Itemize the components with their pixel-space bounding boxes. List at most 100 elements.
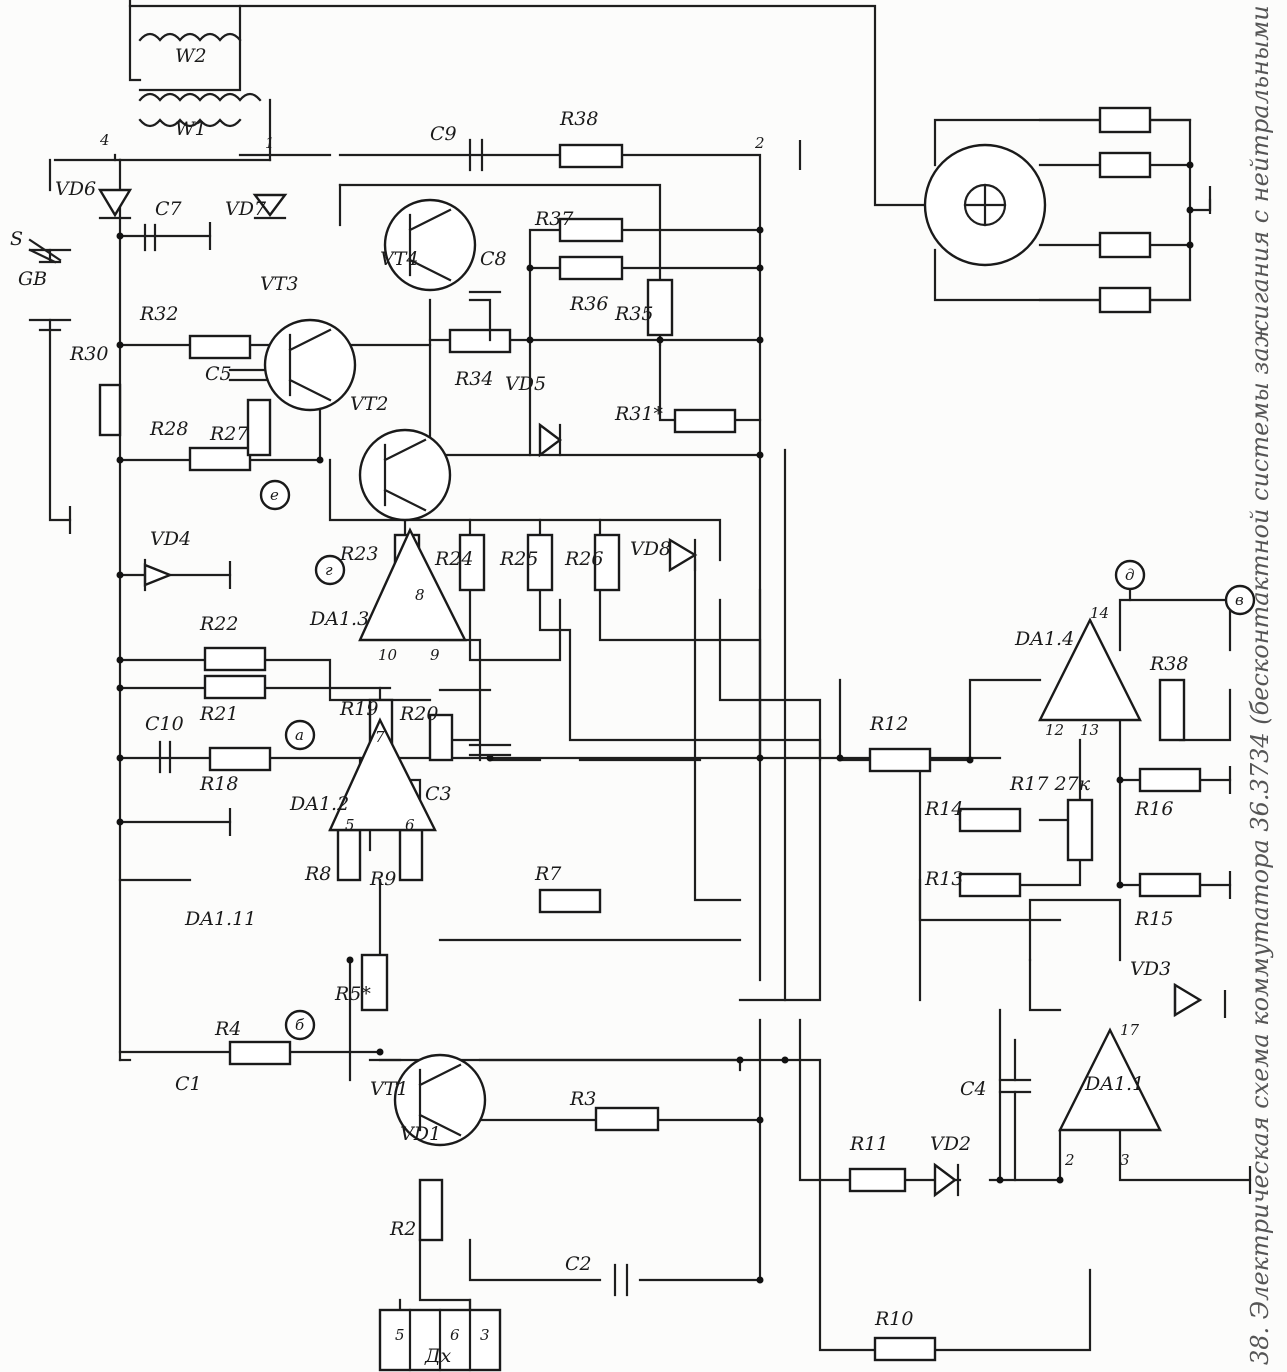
label-c4: C4: [960, 1078, 987, 1100]
resistor-r4: [228, 1040, 292, 1066]
label-c1: C1: [175, 1073, 202, 1095]
label-r30: R30: [69, 343, 108, 365]
resistor-r20: [428, 713, 454, 762]
resistor-r27: [246, 398, 272, 457]
transistor-vt2: [358, 428, 452, 522]
label-vd2: VD2: [930, 1133, 971, 1155]
capacitor-c7: [143, 223, 157, 252]
diode-vd2: [933, 1162, 957, 1198]
resistor-r8: [336, 828, 362, 882]
resistor-r38-right: [1158, 678, 1186, 742]
transistors: [263, 198, 487, 1147]
label-r27: R27: [209, 423, 249, 445]
label-r7: R7: [534, 863, 562, 885]
label-r18: R18: [199, 773, 238, 795]
resistor-r15: [1138, 872, 1202, 898]
label-vt1: VT1: [370, 1078, 408, 1100]
diode-vd3: [1173, 982, 1203, 1018]
label-r28: R28: [149, 418, 188, 440]
resistor-r3: [594, 1106, 660, 1132]
label-vd4: VD4: [150, 528, 191, 550]
battery-gb: [28, 248, 72, 332]
label-s: S: [10, 228, 23, 250]
capacitors: [143, 138, 1032, 1297]
label-c3: C3: [425, 783, 452, 805]
label-r14: R14: [924, 798, 963, 820]
resistor-r16: [1138, 767, 1202, 793]
tp-g-label: г: [325, 561, 333, 579]
label-r17: R17 27к: [1009, 773, 1091, 795]
label-c8: C8: [480, 248, 507, 270]
sensor-element-1: [1098, 106, 1152, 134]
resistor-r32: [188, 334, 252, 360]
transistor-vt3: [263, 318, 357, 412]
tp-v-label: в: [1235, 591, 1244, 609]
distributor-sensor: [923, 143, 1047, 267]
label-vd5: VD5: [505, 373, 546, 395]
label-r34: R34: [454, 368, 493, 390]
label-r8: R8: [304, 863, 331, 885]
transformer: [128, 4, 262, 128]
resistor-r28: [188, 446, 252, 472]
label-da12: DA1.2: [289, 793, 349, 815]
label-vd1: VD1: [400, 1123, 441, 1145]
transistor-vt4: [383, 198, 477, 292]
capacitor-c2: [613, 1263, 629, 1297]
pin-5: 5: [345, 816, 355, 834]
pin-5b: 5: [395, 1326, 405, 1344]
pin-17: 17: [1120, 1021, 1140, 1039]
tp-d-label: д: [1125, 566, 1135, 584]
resistor-r38-top: [558, 143, 624, 169]
capacitor-c5: [228, 368, 272, 382]
label-vd8: VD8: [630, 538, 671, 560]
resistor-r26: [593, 533, 621, 592]
resistor-r9: [398, 828, 424, 882]
resistor-r17: [1066, 798, 1094, 862]
pin-12: 12: [1045, 721, 1064, 739]
resistor-r22: [203, 646, 267, 672]
label-r24: R24: [434, 548, 473, 570]
resistor-r24: [458, 533, 486, 592]
label-r15: R15: [1134, 908, 1173, 930]
resistor-r2: [418, 1178, 444, 1242]
label-r16: R16: [1134, 798, 1173, 820]
label-c10: C10: [145, 713, 184, 735]
resistor-r25: [526, 533, 554, 592]
resistor-r35: [646, 278, 674, 337]
diode-vd4: [143, 563, 174, 587]
resistor-r34: [448, 328, 512, 354]
sensor-element-4: [1098, 286, 1152, 314]
label-da1ii: DA1.11: [184, 908, 256, 930]
label-r31: R31*: [614, 403, 663, 425]
label-vd3: VD3: [1130, 958, 1171, 980]
sensor-element-2: [1098, 151, 1152, 179]
pin-2b: 2: [1064, 1151, 1075, 1169]
connector-dx: [378, 1308, 502, 1372]
label-r36: R36: [569, 293, 608, 315]
pin-numbers: 1 4 2 5 6 7 8 9 10 12 13 14 2 3 17 5 6 3: [99, 131, 1140, 1344]
pin-3b: 3: [480, 1326, 490, 1344]
label-r25: R25: [499, 548, 538, 570]
pin-1: 1: [265, 134, 275, 152]
label-r19: R19: [339, 698, 378, 720]
label-r35: R35: [614, 303, 653, 325]
tp-b-label: б: [295, 1016, 305, 1034]
label-c7: C7: [155, 198, 183, 220]
resistor-r10: [873, 1336, 937, 1362]
label-w1: W1: [175, 118, 207, 140]
test-point-g: [314, 554, 346, 586]
label-da13: DA1.3: [309, 608, 369, 630]
resistor-r36: [558, 255, 624, 281]
test-point-v: [1224, 584, 1256, 616]
opamp-da12: [328, 717, 437, 832]
label-r5: R5*: [334, 983, 371, 1005]
capacitor-c8: [468, 290, 502, 342]
tp-e-label: е: [270, 486, 279, 504]
resistor-r12: [868, 747, 932, 773]
test-points: [259, 479, 1256, 1041]
diode-vd8: [668, 537, 698, 573]
label-r4: R4: [214, 1018, 241, 1040]
label-r38b: R38: [1149, 653, 1188, 675]
pin-10: 10: [378, 646, 398, 664]
label-da14: DA1.4: [1014, 628, 1074, 650]
